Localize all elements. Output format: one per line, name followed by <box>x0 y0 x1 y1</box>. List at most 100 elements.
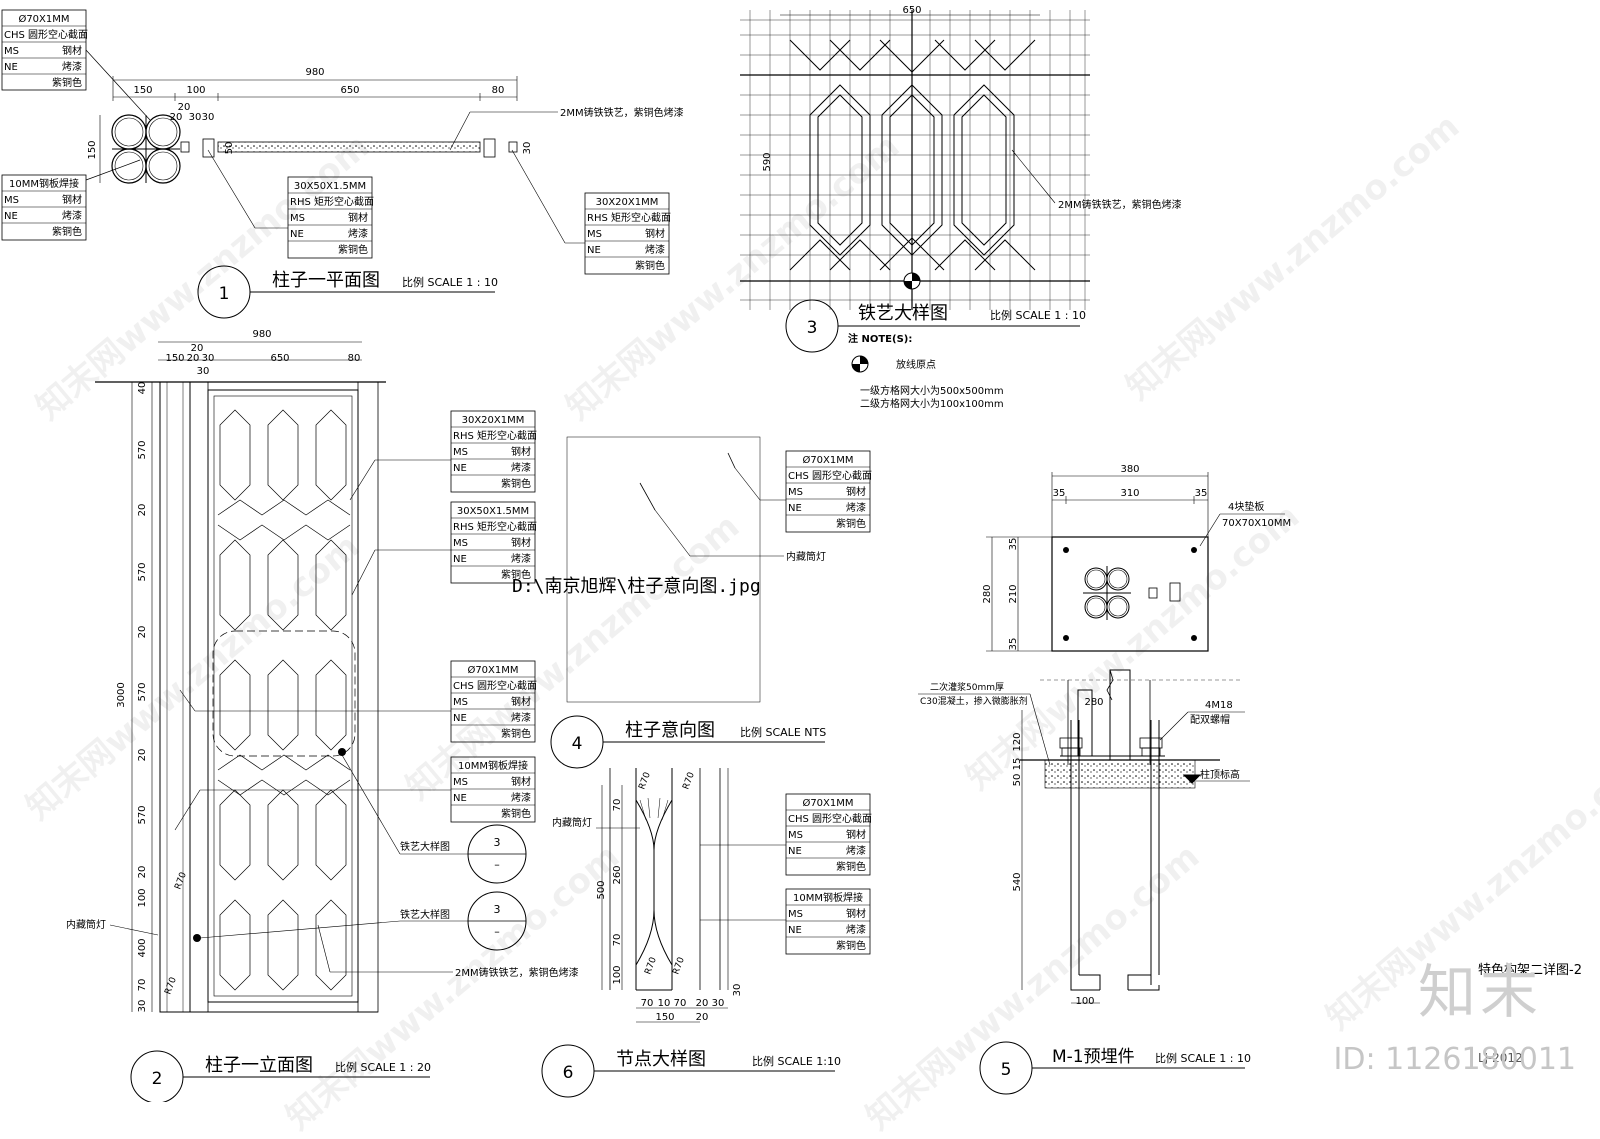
tag-ne-val: 烤漆 <box>511 791 531 804</box>
tag-ms: MS <box>453 538 468 549</box>
dim: 70 <box>612 934 623 947</box>
ref-label: 铁艺大样图 <box>400 908 450 921</box>
tag-sub: CHS 圆形空心截面 <box>788 812 872 825</box>
node-section <box>609 768 729 991</box>
tag-ms: MS <box>788 830 803 841</box>
tag-chs70-top: Ø70X1MM CHS 圆形空心截面 MS 钢材 NE 烤漆 紫铜色 <box>1 9 88 91</box>
detail-ref-2: 铁艺大样图 3 – <box>199 891 527 951</box>
drawing-4-intent: D:\南京旭辉\柱子意向图.jpg Ø70X1MM CHS 圆形空心截面 MS … <box>512 436 872 769</box>
radius-label: R70 <box>173 871 189 891</box>
drawing-scale: 比例 SCALE 1:10 <box>752 1054 841 1068</box>
dim: 540 <box>1012 872 1023 891</box>
drawing-1-plan: Ø70X1MM CHS 圆形空心截面 MS 钢材 NE 烤漆 紫铜色 10MM钢… <box>1 9 684 319</box>
drawing-title: M-1预埋件 <box>1052 1047 1135 1067</box>
dim: 35 <box>1008 638 1019 651</box>
dim: 570 <box>137 682 148 701</box>
dim: 570 <box>137 440 148 459</box>
bolt-label: 4M18 <box>1205 700 1233 711</box>
drawing-5-embedded: 380 35 310 35 280 35 210 <box>918 464 1291 1095</box>
tag-ne: NE <box>587 245 601 256</box>
tag-ne: NE <box>788 925 802 936</box>
dim: 210 <box>1008 584 1019 603</box>
dim: 20 <box>137 504 148 517</box>
dim: 50 <box>224 142 235 155</box>
tag-color: 紫铜色 <box>836 860 866 873</box>
dim: 30 <box>202 112 215 123</box>
tag-color: 紫铜色 <box>52 225 82 238</box>
tag-ne: NE <box>453 463 467 474</box>
plate-size: 70X70X10MM <box>1222 518 1291 529</box>
dim: 20 <box>170 112 183 123</box>
tag-sub: RHS 矩形空心截面 <box>453 429 537 442</box>
plan-column-tubes <box>111 114 518 184</box>
tag-head: 10MM钢板焊接 <box>793 891 863 904</box>
dim: 50 <box>1012 774 1023 787</box>
dim: 590 <box>762 152 773 171</box>
drawing-3-iron-detail: 650 590 2MM铸铁铁艺，紫铜色烤漆 3 铁艺大样图 比例 SCALE 1… <box>740 5 1182 410</box>
tag-sub: RHS 矩形空心截面 <box>290 195 374 208</box>
plan-dimensions: 980 150 100 650 80 20 20 30 30 150 50 30 <box>87 67 533 183</box>
dim: 980 <box>305 67 324 78</box>
drawing-title: 柱子一立面图 <box>205 1055 313 1076</box>
tag-head: Ø70X1MM <box>802 797 853 809</box>
origin-marker <box>903 272 921 290</box>
brand-logo: 知末 <box>1417 958 1542 1026</box>
dim: 35 <box>1053 488 1066 499</box>
tag-chs70-intent: Ø70X1MM CHS 圆形空心截面 MS 钢材 NE 烤漆 紫铜色 <box>785 450 872 533</box>
tag-ne-val: 烤漆 <box>348 227 368 240</box>
tag-head: 10MM钢板焊接 <box>9 177 79 190</box>
drawing-number: 4 <box>572 734 583 754</box>
tag-ne-val: 烤漆 <box>511 461 531 474</box>
dim: 100 <box>1075 996 1094 1007</box>
iron-note: 2MM铸铁铁艺，紫铜色烤漆 <box>1058 198 1182 211</box>
tag-ne: NE <box>453 793 467 804</box>
tag-color: 紫铜色 <box>338 243 368 256</box>
tag-ne-val: 烤漆 <box>846 501 866 514</box>
embed-vert-dims: 120 15 50 540 100 <box>1012 710 1100 1007</box>
dim: 400 <box>137 938 148 957</box>
dim: 650 <box>902 5 921 16</box>
tag-head: Ø70X1MM <box>802 454 853 466</box>
tag-head: 30X50X1.5MM <box>294 181 366 192</box>
marker-dot <box>193 934 201 942</box>
drawing-scale: 比例 SCALE 1 : 10 <box>990 308 1086 322</box>
drawing-number: 1 <box>219 284 230 304</box>
tag-head: Ø70X1MM <box>467 664 518 676</box>
dim: 20 <box>178 102 191 113</box>
tag-ne: NE <box>4 62 18 73</box>
tag-ms-val: 钢材 <box>511 445 531 458</box>
dim: 70 <box>641 998 654 1009</box>
ref-number: 3 <box>494 836 501 849</box>
tag-color: 紫铜色 <box>501 727 531 740</box>
marker-dot <box>338 748 346 756</box>
dim: 650 <box>340 85 359 96</box>
dim: 100 <box>137 888 148 907</box>
tag-rhs3050-plan: 30X50X1.5MM RHS 矩形空心截面 MS 钢材 NE 烤漆 紫铜色 <box>287 176 374 259</box>
column-elevation <box>159 381 379 1013</box>
dim: 3000 <box>116 682 127 707</box>
image-reference: D:\南京旭辉\柱子意向图.jpg <box>512 576 761 597</box>
drawing-title: 铁艺大样图 <box>858 303 948 324</box>
tag-rhs3020-plan: 30X20X1MM RHS 矩形空心截面 MS 钢材 NE 烤漆 紫铜色 <box>584 192 671 275</box>
tag-plate10-top: 10MM钢板焊接 MS 钢材 NE 烤漆 紫铜色 <box>1 174 87 241</box>
dim: 20 <box>137 866 148 879</box>
title-block-4: 4 柱子意向图 比例 SCALE NTS <box>550 715 826 769</box>
tag-ne: NE <box>788 846 802 857</box>
tag-color: 紫铜色 <box>836 517 866 530</box>
dim: 310 <box>1120 488 1139 499</box>
sheet-title: 特色构架二详图-2 <box>1478 962 1582 978</box>
tag-ms: MS <box>4 195 19 206</box>
drawing-scale: 比例 SCALE NTS <box>740 725 826 739</box>
dim: 20 <box>696 998 709 1009</box>
drawing-number: 6 <box>563 1063 574 1083</box>
tag-ms-val: 钢材 <box>846 907 866 920</box>
tag-color: 紫铜色 <box>52 76 82 89</box>
tag-ms: MS <box>587 229 602 240</box>
iron-note: 2MM铸铁铁艺，紫铜色烤漆 <box>560 106 684 119</box>
radius-label: R70 <box>637 771 653 791</box>
tag-color: 紫铜色 <box>501 807 531 820</box>
dim: 15 <box>1012 758 1023 771</box>
dim: 10 <box>658 998 671 1009</box>
dim: 150 <box>87 140 98 159</box>
grout-note: 二次灌浆50mm厚 <box>930 681 1004 693</box>
